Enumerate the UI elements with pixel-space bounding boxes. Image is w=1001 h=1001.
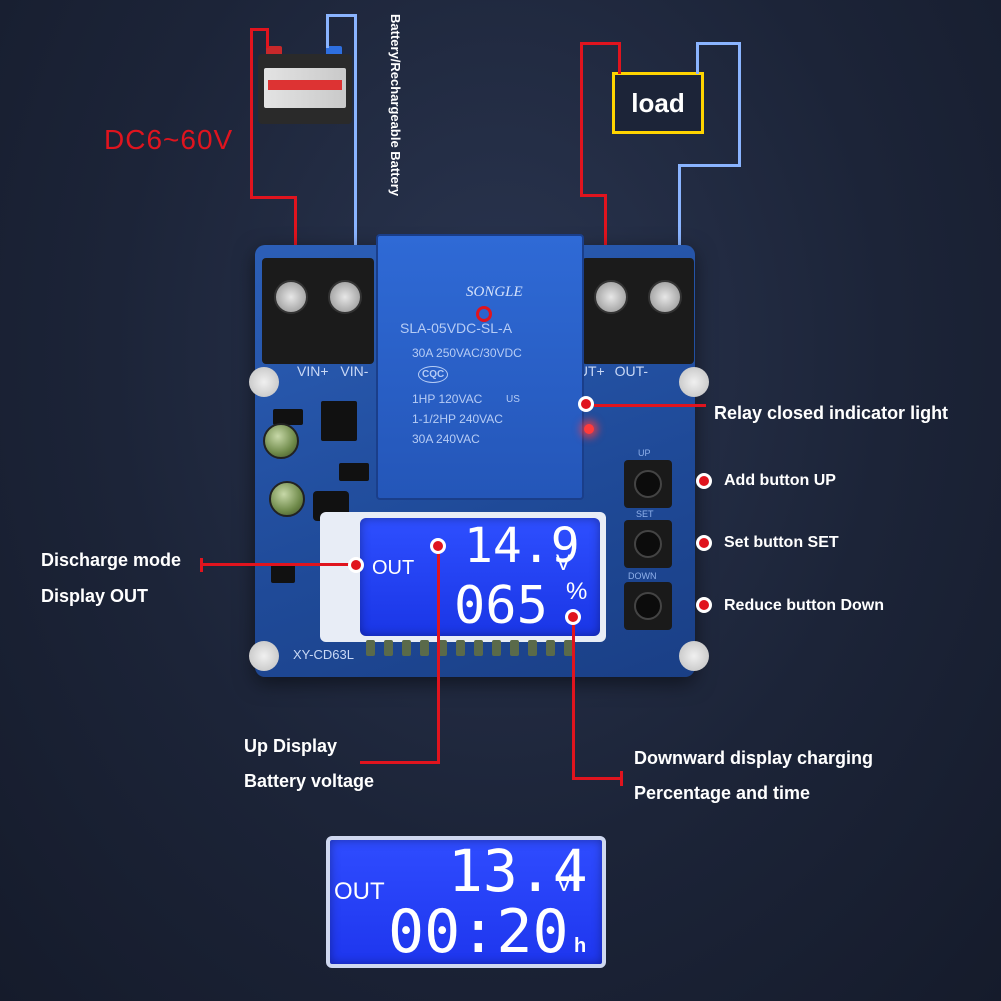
callout-set-button: Set button SET bbox=[724, 534, 839, 551]
lcd-time-value: 00:20 bbox=[388, 897, 569, 967]
board-model-label: XY-CD63L bbox=[293, 647, 354, 662]
connector-up-display bbox=[437, 548, 440, 762]
marker-reduce-button bbox=[696, 597, 712, 613]
capacitor bbox=[269, 481, 305, 517]
battery-icon bbox=[258, 46, 352, 124]
screw bbox=[274, 280, 308, 314]
wire-load-negative bbox=[696, 42, 699, 74]
lcd-pins bbox=[366, 640, 576, 660]
screw bbox=[328, 280, 362, 314]
lcd-time-mode: OUT bbox=[334, 878, 385, 905]
relay-indicator-led bbox=[584, 424, 594, 434]
transistor bbox=[273, 409, 303, 425]
vin-minus-label: VIN- bbox=[340, 363, 369, 379]
lcd-voltage: 14.9 bbox=[464, 518, 580, 574]
connector-down-display bbox=[572, 618, 575, 780]
marker-add-button bbox=[696, 473, 712, 489]
relay-rating-3: 1-1/2HP 240VAC bbox=[412, 412, 503, 426]
lcd-percentage-unit: % bbox=[566, 578, 588, 605]
callout-relay-light: Relay closed indicator light bbox=[714, 403, 949, 423]
battery-label: Battery/Rechargeable Battery bbox=[388, 14, 403, 197]
callout-discharge-line2: Display OUT bbox=[41, 586, 149, 606]
load-label: load bbox=[631, 87, 685, 118]
set-button[interactable] bbox=[624, 520, 672, 568]
down-button[interactable] bbox=[624, 582, 672, 630]
screw bbox=[648, 280, 682, 314]
up-button[interactable] bbox=[624, 460, 672, 508]
diode bbox=[339, 463, 369, 481]
transistor bbox=[271, 563, 295, 583]
mount-hole bbox=[679, 367, 709, 397]
callout-add-button: Add button UP bbox=[724, 472, 836, 489]
lcd-mode: OUT bbox=[372, 557, 415, 579]
wire-battery-negative bbox=[326, 14, 329, 48]
connector-discharge bbox=[200, 563, 356, 566]
capacitor bbox=[263, 423, 299, 459]
voltage-range-label: DC6~60V bbox=[104, 124, 234, 155]
screw bbox=[594, 280, 628, 314]
marker-relay-light bbox=[578, 396, 594, 412]
out-minus-label: OUT- bbox=[614, 363, 649, 379]
out-terminal-block bbox=[582, 258, 694, 364]
mount-hole bbox=[249, 367, 279, 397]
vin-plus-label: VIN+ bbox=[297, 363, 329, 379]
lcd-voltage-unit: V bbox=[556, 550, 571, 575]
mount-hole bbox=[249, 641, 279, 671]
lcd-time-display: OUT 13.4 V 00:20 h bbox=[326, 836, 606, 968]
relay: SONGLE SLA-05VDC-SL-A 30A 250VAC/30VDC C… bbox=[376, 234, 584, 500]
marker-discharge-mode bbox=[348, 557, 364, 573]
callout-reduce-button: Reduce button Down bbox=[724, 597, 884, 614]
callout-up-display-line2: Battery voltage bbox=[244, 771, 375, 791]
callout-down-display-line2: Percentage and time bbox=[634, 783, 811, 803]
callout-discharge-line1: Discharge mode bbox=[41, 550, 182, 570]
vin-terminal-label: VIN+ VIN- bbox=[297, 363, 368, 379]
ic-chip bbox=[321, 401, 357, 441]
callout-up-display-line1: Up Display bbox=[244, 736, 338, 756]
vin-terminal-block bbox=[262, 258, 374, 364]
board-lcd: OUT 14.9 V 065 % bbox=[360, 518, 600, 636]
lcd-time-voltage-unit: V bbox=[556, 870, 573, 897]
set-button-label: SET bbox=[636, 509, 654, 519]
relay-rating-1: 30A 250VAC/30VDC bbox=[412, 346, 522, 360]
lcd-time-voltage: 13.4 bbox=[448, 837, 588, 905]
relay-rating-2: 1HP 120VAC bbox=[412, 392, 483, 406]
junction-marker bbox=[476, 306, 492, 322]
relay-rating-4: 30A 240VAC bbox=[412, 432, 480, 446]
down-button-label: DOWN bbox=[628, 571, 657, 581]
lcd-percentage: 065 bbox=[454, 576, 548, 636]
marker-set-button bbox=[696, 535, 712, 551]
marker-up-display bbox=[430, 538, 446, 554]
relay-model: SLA-05VDC-SL-A bbox=[400, 320, 513, 336]
up-button-cap bbox=[634, 470, 662, 498]
connector-relay-light bbox=[594, 404, 706, 407]
relay-us: US bbox=[506, 394, 520, 405]
wire-load-positive bbox=[580, 42, 583, 196]
load-box: load bbox=[612, 72, 704, 134]
callout-down-display-line1: Downward display charging bbox=[634, 748, 874, 768]
set-button-cap bbox=[634, 530, 662, 558]
down-button-cap bbox=[634, 592, 662, 620]
relay-cert: CQC bbox=[418, 366, 449, 383]
relay-brand: SONGLE bbox=[466, 284, 523, 300]
wire-battery-positive bbox=[250, 28, 253, 198]
mount-hole bbox=[679, 641, 709, 671]
lcd-time-unit: h bbox=[574, 935, 587, 957]
marker-down-display bbox=[565, 609, 581, 625]
up-button-label: UP bbox=[638, 448, 651, 458]
